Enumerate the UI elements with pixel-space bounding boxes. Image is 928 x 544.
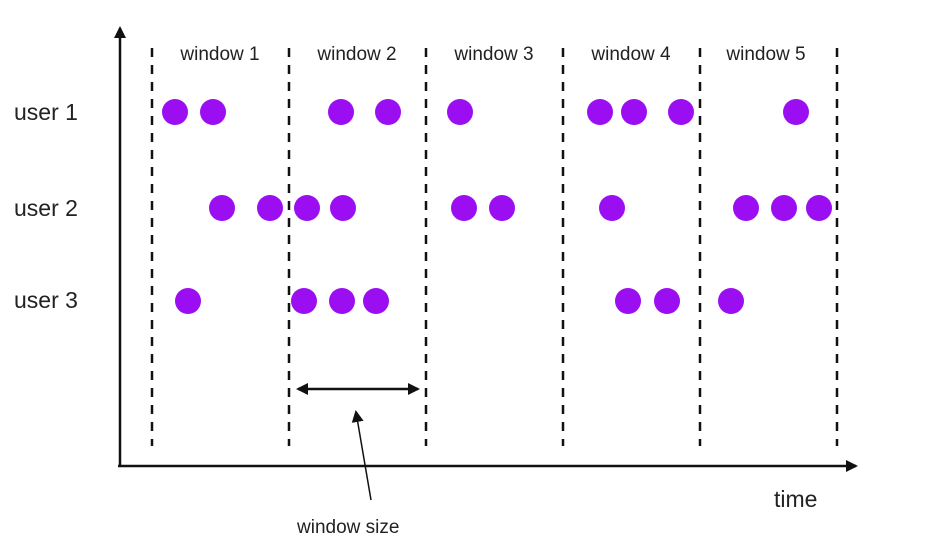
event-dot: [329, 288, 355, 314]
event-dot: [806, 195, 832, 221]
event-dot: [328, 99, 354, 125]
event-dot: [209, 195, 235, 221]
event-dot: [615, 288, 641, 314]
window-labels: window 1 window 2 window 3 window 4 wind…: [179, 44, 805, 65]
event-dot: [654, 288, 680, 314]
event-dot: [733, 195, 759, 221]
event-dot: [489, 195, 515, 221]
event-dot: [162, 99, 188, 125]
window-label-3: window 3: [453, 44, 533, 65]
window-label-1: window 1: [179, 44, 259, 65]
event-dot: [447, 99, 473, 125]
event-dot: [621, 99, 647, 125]
user-2-events: [209, 195, 832, 221]
window-size-annotation: window size: [296, 383, 420, 538]
event-dot: [599, 195, 625, 221]
event-dot: [294, 195, 320, 221]
event-dot: [718, 288, 744, 314]
x-axis-label: time: [774, 486, 817, 512]
event-dot: [668, 99, 694, 125]
event-dot: [257, 195, 283, 221]
user-1-events: [162, 99, 809, 125]
event-dot: [175, 288, 201, 314]
user-3-events: [175, 288, 744, 314]
event-dot: [363, 288, 389, 314]
window-label-4: window 4: [590, 44, 671, 65]
event-dot: [771, 195, 797, 221]
window-label-5: window 5: [725, 44, 805, 65]
window-size-label: window size: [296, 517, 399, 538]
event-dot: [330, 195, 356, 221]
user-labels: user 1 user 2 user 3: [14, 99, 78, 313]
event-dot: [783, 99, 809, 125]
event-dot: [291, 288, 317, 314]
window-size-pointer: [351, 410, 372, 501]
user-label-3: user 3: [14, 287, 78, 313]
event-dot: [375, 99, 401, 125]
window-boundaries: [150, 48, 839, 446]
user-label-2: user 2: [14, 195, 78, 221]
user-label-1: user 1: [14, 99, 78, 125]
event-dot: [200, 99, 226, 125]
window-label-2: window 2: [316, 44, 396, 65]
event-dots: [162, 99, 832, 314]
event-dot: [451, 195, 477, 221]
event-dot: [587, 99, 613, 125]
